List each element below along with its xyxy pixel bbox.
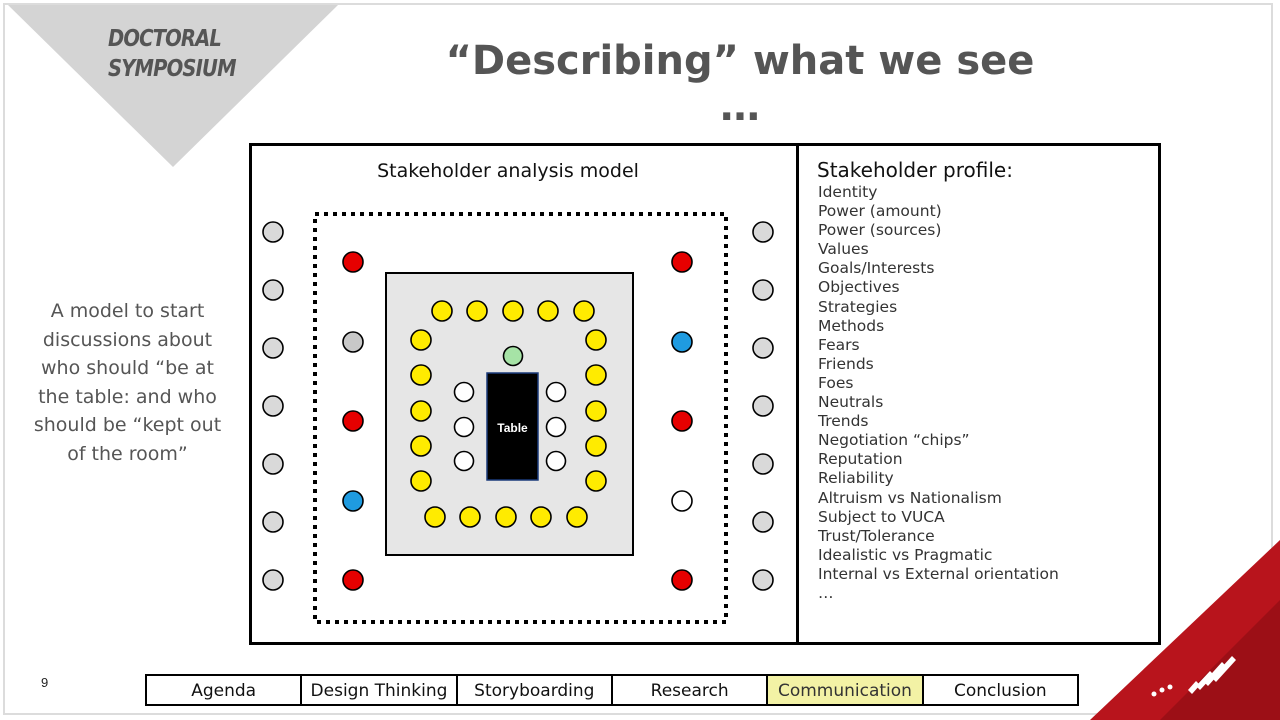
gray-stakeholder-dot: [342, 331, 364, 353]
nav-tab-storyboarding[interactable]: Storyboarding: [458, 676, 613, 704]
yellow-seat-dot: [585, 364, 607, 386]
yellow-seat-dot: [410, 364, 432, 386]
page-number: 9: [41, 675, 49, 690]
blue-stakeholder-dot: [342, 490, 364, 512]
red-stakeholder-dot: [671, 251, 693, 273]
corner-triangle: [8, 5, 338, 167]
outer-stakeholder-dot: [752, 569, 774, 591]
profile-item: Trends: [818, 412, 869, 431]
outer-stakeholder-dot: [262, 569, 284, 591]
blue-stakeholder-dot: [671, 331, 693, 353]
red-stakeholder-dot: [342, 251, 364, 273]
logo-line-2: SYMPOSIUM: [108, 56, 237, 82]
white-seat-dot: [453, 416, 475, 438]
profile-item: Fears: [818, 335, 860, 354]
yellow-seat-dot: [410, 470, 432, 492]
outer-stakeholder-dot: [262, 279, 284, 301]
yellow-seat-dot: [530, 506, 552, 528]
yellow-seat-dot: [585, 329, 607, 351]
stakeholder-dots: [262, 221, 774, 591]
yellow-seat-dot: [466, 300, 488, 322]
brand-stripes-icon: [1151, 656, 1236, 697]
profile-item: Reputation: [818, 450, 903, 469]
yellow-seat-dot: [502, 300, 524, 322]
white-seat-dot: [545, 381, 567, 403]
nav-tab-agenda[interactable]: Agenda: [147, 676, 303, 704]
outer-stakeholder-dot: [262, 511, 284, 533]
profile-item: Objectives: [818, 278, 900, 297]
table-label: Table: [497, 421, 528, 435]
outer-stakeholder-dot: [752, 337, 774, 359]
outer-stakeholder-dot: [262, 221, 284, 243]
green-seat-dot: [502, 345, 524, 367]
brand-corner-mark: [1090, 540, 1280, 720]
profile-item: Subject to VUCA: [818, 507, 945, 526]
yellow-seat-dot: [459, 506, 481, 528]
outer-stakeholder-dot: [752, 395, 774, 417]
nav-tab-research[interactable]: Research: [613, 676, 769, 704]
profile-item: Idealistic vs Pragmatic: [818, 545, 993, 564]
yellow-seat-dot: [410, 329, 432, 351]
yellow-seat-dot: [424, 506, 446, 528]
profile-item: Trust/Tolerance: [818, 526, 935, 545]
negotiation-table: [486, 372, 539, 481]
slide-frame: [3, 3, 1273, 715]
profile-item: Reliability: [818, 469, 894, 488]
outer-stakeholder-dot: [262, 453, 284, 475]
red-stakeholder-dot: [671, 410, 693, 432]
outer-stakeholder-dot: [752, 221, 774, 243]
yellow-seat-dot: [573, 300, 595, 322]
white-seat-dot: [545, 416, 567, 438]
outer-stakeholder-dot: [752, 453, 774, 475]
yellow-seat-dot: [410, 435, 432, 457]
yellow-seat-dot: [495, 506, 517, 528]
nav-tab-design-thinking[interactable]: Design Thinking: [302, 676, 458, 704]
yellow-seat-dot: [537, 300, 559, 322]
slide-title: “Describing” what we see …: [445, 38, 1035, 130]
profile-item: Foes: [818, 373, 854, 392]
profile-item: Friends: [818, 354, 874, 373]
side-note: A model to start discussions about who s…: [33, 300, 222, 465]
red-stakeholder-dot: [671, 569, 693, 591]
stakeholder-boundary: [313, 212, 728, 624]
yellow-seat-dot: [585, 400, 607, 422]
yellow-seat-dot: [585, 470, 607, 492]
profile-item: Altruism vs Nationalism: [818, 488, 1002, 507]
red-stakeholder-dot: [342, 410, 364, 432]
profile-item: Values: [818, 240, 869, 259]
yellow-seat-dot: [566, 506, 588, 528]
profile-item: Goals/Interests: [818, 259, 935, 278]
diagram-divider: [796, 143, 799, 645]
outer-stakeholder-dot: [752, 511, 774, 533]
profile-item: Strategies: [818, 297, 898, 316]
profile-item: Power (amount): [818, 202, 942, 221]
yellow-seat-dot: [585, 435, 607, 457]
nav-tab-conclusion[interactable]: Conclusion: [953, 681, 1047, 701]
outer-stakeholder-dot: [262, 395, 284, 417]
white-seat-dot: [453, 450, 475, 472]
profile-item: Internal vs External orientation: [818, 564, 1059, 583]
yellow-seat-dot: [410, 400, 432, 422]
nav-tab-communication[interactable]: Communication: [768, 676, 924, 704]
profile-item: Methods: [818, 316, 885, 335]
profile-item: Negotiation “chips”: [818, 431, 970, 450]
outer-stakeholder-dot: [752, 279, 774, 301]
red-stakeholder-dot: [342, 569, 364, 591]
model-title: Stakeholder analysis model: [377, 160, 639, 182]
white-stakeholder-dot: [671, 490, 693, 512]
white-seat-dot: [453, 381, 475, 403]
profile-item: Identity: [818, 183, 878, 201]
white-seat-dot: [545, 450, 567, 472]
outer-stakeholder-dot: [262, 337, 284, 359]
profile-item: Power (sources): [818, 221, 942, 240]
yellow-seat-dot: [431, 300, 453, 322]
profile-item: …: [818, 583, 834, 602]
profile-title: Stakeholder profile:: [817, 158, 1013, 182]
logo-line-1: DOCTORAL: [108, 26, 222, 52]
doctoral-symposium-logo: DOCTORAL SYMPOSIUM: [108, 24, 237, 84]
profile-item: Neutrals: [818, 393, 884, 412]
